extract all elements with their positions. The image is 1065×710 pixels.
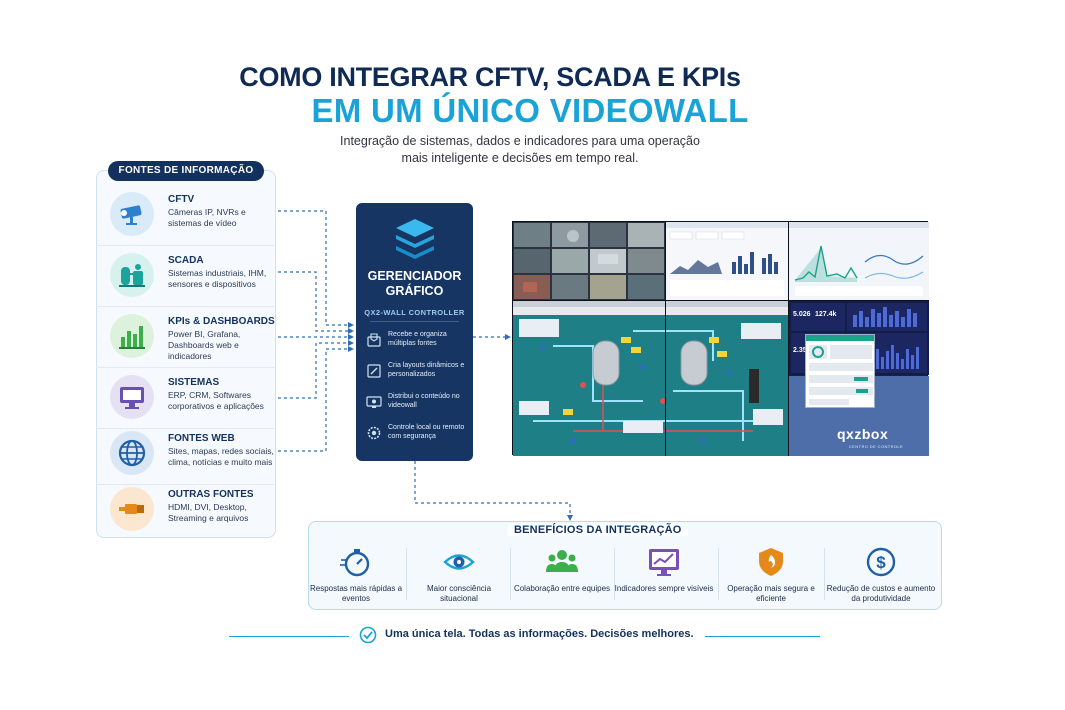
analytics-dashboard-tile [789,222,929,300]
main-title-highlight: EM UM ÚNICO VIDEOWALL [311,92,749,129]
controller-feature: Recebe e organiza múltiplas fontes [366,330,468,360]
sources-label: FONTES DE INFORMAÇÃO [108,161,264,181]
subtitle-line-2: mais inteligente e decisões em tempo rea… [401,151,639,165]
footer-tagline: Uma única tela. Todas as informações. De… [385,628,694,640]
dollar-icon: $ [866,547,896,577]
benefit-item: Respostas mais rápidas a eventos [304,540,408,606]
kpi-value: 5.026 [793,311,811,318]
benefit-item: Maior consciência situacional [407,540,511,606]
benefit-text: Operação mais segura e eficiente [727,584,815,603]
controller-feature-text: Recebe e organiza múltiplas fontes [388,331,447,347]
wall-seam [665,222,666,456]
source-title: KPIs & DASHBOARDS [168,316,275,327]
controller-name: GERENCIADOR GRÁFICO [356,269,473,299]
footer-divider-left [229,636,349,637]
scada-synoptic [513,301,788,456]
benefits-label: BENEFÍCIOS DA INTEGRAÇÃO [508,524,688,536]
controller-feature: Controle local ou remoto com segurança [366,423,468,453]
videowall: 5.026 127.4k 2.35k qxzbox CENTRO DE CONT… [512,221,929,456]
source-title: SISTEMAS [168,377,220,388]
stopwatch-icon [340,549,370,577]
subtitle: Integração de sistemas, dados e indicado… [300,133,740,167]
wall-controller: GERENCIADOR GRÁFICO QX2-WALL CONTROLLER … [356,203,473,461]
source-scada: SCADA Sistemas industriais, IHM, sensore… [96,247,276,307]
source-web: FONTES WEB Sites, mapas, redes sociais, … [96,425,276,485]
source-title: FONTES WEB [168,433,235,444]
source-cftv: CFTV Câmeras IP, NVRs e sistemas de víde… [96,186,276,246]
eye-icon [443,554,475,570]
controller-feature-text: Cria layouts dinâmicos e personalizados [388,362,465,378]
benefit-item: Colaboração entre equipes [510,540,614,606]
controller-name-line-2: GRÁFICO [385,284,444,298]
divider [406,548,407,600]
source-description: HDMI, DVI, Desktop, Streaming e arquivos [168,502,249,523]
subtitle-line-1: Integração de sistemas, dados e indicado… [340,134,700,148]
benefit-text: Redução de custos e aumento da produtivi… [826,584,936,603]
gear-lock-icon [367,426,381,440]
shield-icon [759,548,783,576]
source-description: Power BI, Grafana, Dashboards web e indi… [168,329,241,361]
hdmi-cable-icon [110,487,154,531]
industrial-tank-icon [110,253,154,297]
source-description: Câmeras IP, NVRs e sistemas de vídeo [168,207,246,228]
inbox-icon [367,333,381,347]
benefit-text: Colaboração entre equipes [513,584,611,593]
source-description: Sites, mapas, redes sociais, clima, notí… [168,446,274,467]
benefit-text: Respostas mais rápidas a eventos [309,584,403,603]
controller-model: QX2-WALL CONTROLLER [364,308,465,317]
monitor-icon [110,375,154,419]
main-title: COMO INTEGRAR CFTV, SCADA E KPIs [239,62,741,92]
wall-seam [513,300,929,301]
source-kpis: KPIs & DASHBOARDS Power BI, Grafana, Das… [96,308,276,368]
source-systems: SISTEMAS ERP, CRM, Softwares corporativo… [96,369,276,429]
source-title: OUTRAS FONTES [168,489,254,500]
chart-monitor-icon [649,549,679,576]
layers-icon [396,219,434,259]
globe-icon [110,431,154,475]
controller-feature-text: Distribui o conteúdo no videowall [388,393,460,409]
source-title: SCADA [168,255,204,266]
floating-dashboard-window [805,334,875,408]
source-title: CFTV [168,194,195,205]
benefit-item: Indicadores sempre visíveis [612,540,716,606]
controller-feature: Distribui o conteúdo no videowall [366,392,468,422]
check-circle-icon [359,626,377,644]
security-camera-icon [110,192,154,236]
divider [718,548,719,600]
kpi-value: 127.4k [815,311,837,318]
wall-seam [788,222,789,456]
benefit-text: Maior consciência situacional [426,584,492,603]
svg-text:$: $ [876,553,886,572]
controller-feature-text: Controle local ou remoto com segurança [388,424,465,440]
kpi-dashboard-tile [666,222,788,300]
divider [824,548,825,600]
layout-edit-icon [367,364,381,378]
divider [614,548,615,600]
brand-subtitle: CENTRO DE CONTROLE [849,444,904,449]
source-description: ERP, CRM, Softwares corporativos e aplic… [168,390,264,411]
source-other: OUTRAS FONTES HDMI, DVI, Desktop, Stream… [96,481,276,541]
benefit-item: Operação mais segura e eficiente [719,540,823,606]
team-icon [546,550,578,572]
bar-chart-icon [110,314,154,358]
divider [510,548,511,600]
display-share-icon [366,396,382,408]
controller-feature: Cria layouts dinâmicos e personalizados [366,361,468,391]
brand-logo: qxzbox [837,426,889,442]
kpi-value: 2.35k [793,347,811,354]
cctv-feeds [513,222,665,300]
divider [370,321,459,322]
benefit-text: Indicadores sempre visíveis [614,584,714,593]
controller-name-line-1: GERENCIADOR [367,269,462,283]
benefit-item: $ Redução de custos e aumento da produti… [826,540,936,606]
source-description: Sistemas industriais, IHM, sensores e di… [168,268,267,289]
footer-divider-right [705,636,820,637]
